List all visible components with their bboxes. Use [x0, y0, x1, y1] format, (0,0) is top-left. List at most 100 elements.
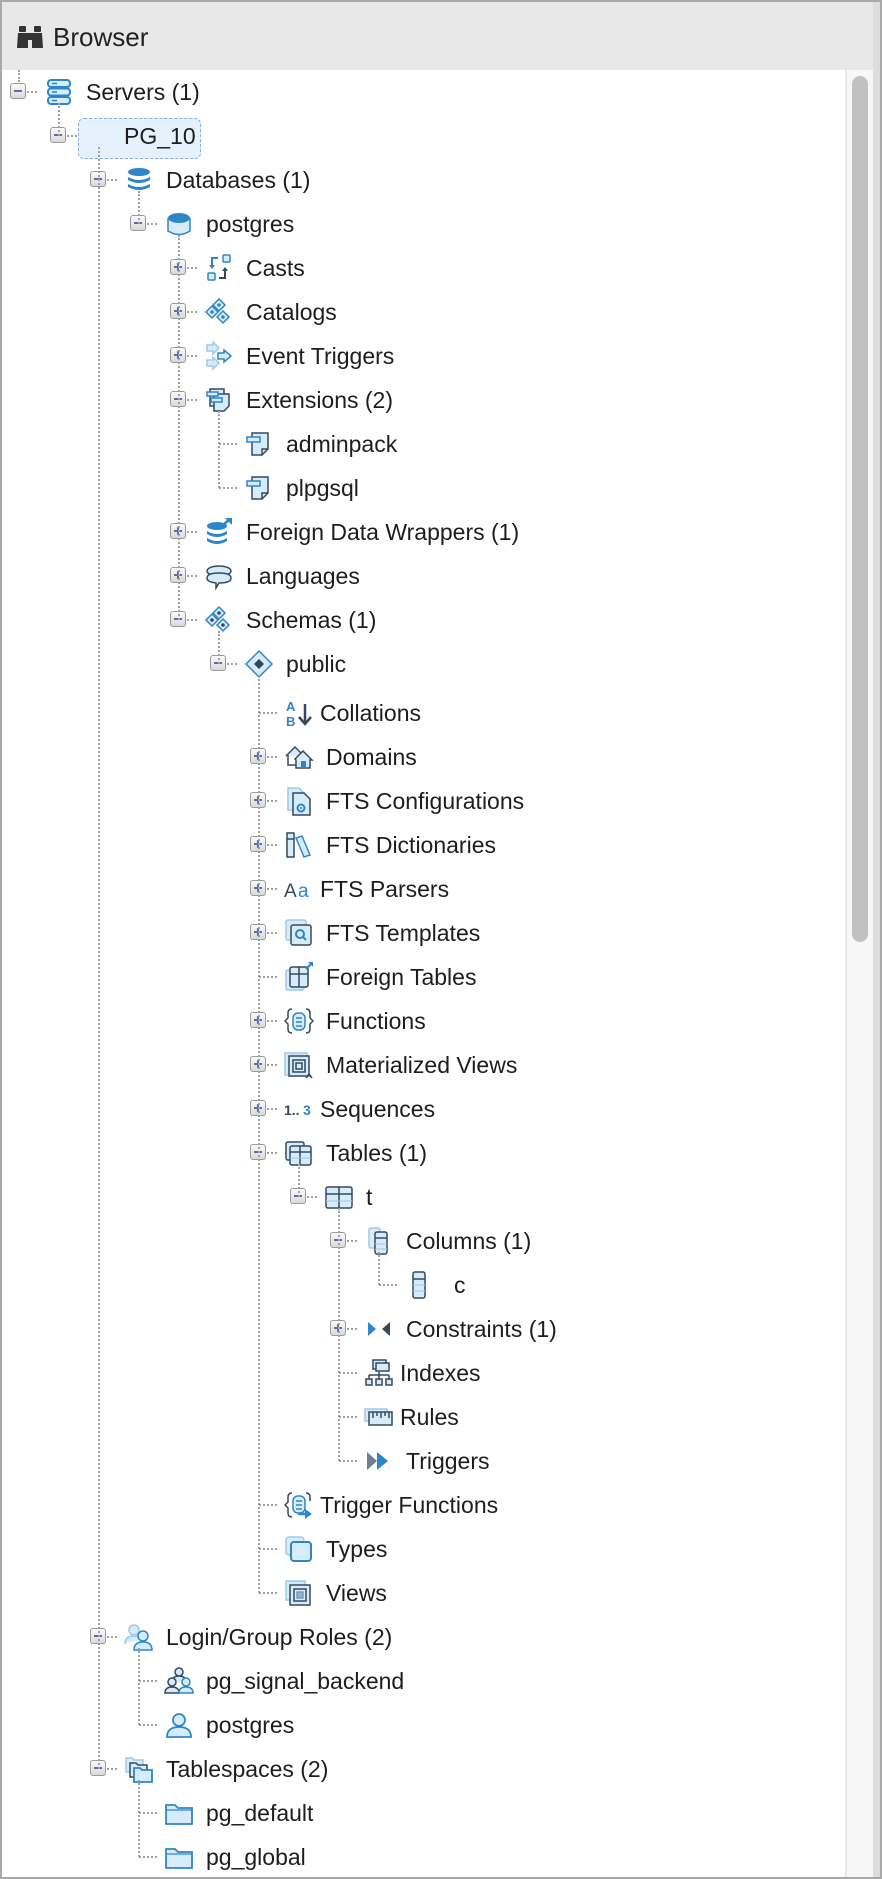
domains-icon — [284, 742, 314, 772]
tree-connector — [187, 531, 197, 533]
tree-node-plpgsql[interactable]: plpgsql — [2, 466, 842, 510]
tree-connector — [267, 932, 277, 934]
tree-node-casts[interactable]: Casts — [2, 246, 842, 290]
svg-text:A: A — [284, 881, 297, 902]
tree-connector — [267, 888, 277, 890]
tree-node-label: Sequences — [320, 1096, 436, 1122]
column-icon — [404, 1270, 434, 1300]
svg-text:3: 3 — [303, 1102, 311, 1118]
databases-icon — [124, 165, 154, 195]
scrollbar-thumb[interactable] — [852, 76, 868, 942]
tree-node-domains[interactable]: Domains — [2, 735, 842, 779]
functions-icon — [284, 1006, 314, 1036]
tree-node-tablespaces-2[interactable]: Tablespaces (2) — [2, 1747, 842, 1791]
tree-node-columns-1[interactable]: Columns (1) — [2, 1219, 842, 1263]
tree-node-label: pg_signal_backend — [206, 1668, 405, 1694]
tree-node-pg-global[interactable]: pg_global — [2, 1835, 842, 1877]
panel-edge — [873, 2, 880, 1877]
tree-connector — [379, 1284, 397, 1286]
tree-guide-line — [58, 103, 60, 136]
tree-node-schemas-1[interactable]: Schemas (1) — [2, 598, 842, 642]
tree-guide-line — [218, 411, 220, 488]
tree-connector — [267, 1108, 277, 1110]
tree-node-databases-1[interactable]: Databases (1) — [2, 158, 842, 202]
tree-guide-line — [378, 1252, 380, 1285]
tree-node-label: Servers (1) — [86, 79, 200, 105]
tables-icon — [284, 1138, 314, 1168]
tree-node-label: adminpack — [286, 431, 398, 457]
tree-node-rules[interactable]: Rules — [2, 1395, 842, 1439]
tree-node-label: Rules — [400, 1404, 459, 1430]
indexes-icon — [364, 1358, 394, 1388]
login-group-roles-icon — [124, 1622, 154, 1652]
tree-connector — [259, 712, 277, 714]
event-triggers-icon — [204, 341, 234, 371]
tree-node-foreign-data-wrappers-1[interactable]: Foreign Data Wrappers (1) — [2, 510, 842, 554]
tree-node-sequences[interactable]: 1..3 Sequences — [2, 1087, 842, 1131]
tree-connector — [259, 976, 277, 978]
tree-node-extensions-2[interactable]: Extensions (2) — [2, 378, 842, 422]
tree-node-pg-default[interactable]: pg_default — [2, 1791, 842, 1835]
tree-node-indexes[interactable]: Indexes — [2, 1351, 842, 1395]
tree-node-pg-10[interactable]: PG_10 — [2, 114, 842, 158]
tree-connector — [347, 1240, 357, 1242]
tree-guide-line — [338, 1208, 340, 1461]
tree-connector — [267, 1152, 277, 1154]
tree-connector — [259, 1592, 277, 1594]
collapse-toggle-icon[interactable] — [10, 83, 26, 99]
tree-node-label: postgres — [206, 211, 295, 237]
svg-text:a: a — [298, 881, 309, 902]
tree-guide-line — [138, 191, 140, 224]
tree-node-pg-signal-backend[interactable]: pg_signal_backend — [2, 1659, 842, 1703]
tree-node-t[interactable]: t — [2, 1175, 842, 1219]
catalogs-icon — [204, 297, 234, 327]
tree-connector — [347, 1328, 357, 1330]
tree-node-event-triggers[interactable]: Event Triggers — [2, 334, 842, 378]
database-icon — [164, 209, 194, 239]
tree-node-foreign-tables[interactable]: Foreign Tables — [2, 955, 842, 999]
tree-node-types[interactable]: Types — [2, 1527, 842, 1571]
tree-node-label: Columns (1) — [406, 1228, 532, 1254]
tree-node-views[interactable]: Views — [2, 1571, 842, 1615]
tree-connector — [339, 1372, 357, 1374]
tree-connector — [267, 1020, 277, 1022]
tree-node-functions[interactable]: Functions — [2, 999, 842, 1043]
tree-connector — [259, 1504, 277, 1506]
tree-connector — [147, 223, 157, 225]
tree-node-languages[interactable]: Languages — [2, 554, 842, 598]
tree-node-label: postgres — [206, 1712, 295, 1738]
extension-icon — [244, 473, 274, 503]
tree-node-fts-templates[interactable]: FTS Templates — [2, 911, 842, 955]
tree-node-label: public — [286, 651, 347, 677]
tree-node-tables-1[interactable]: Tables (1) — [2, 1131, 842, 1175]
tree-node-postgres[interactable]: postgres — [2, 1703, 842, 1747]
svg-text:1..: 1.. — [284, 1102, 300, 1118]
tree-node-adminpack[interactable]: adminpack — [2, 422, 842, 466]
tree-node-trigger-functions[interactable]: Trigger Functions — [2, 1483, 842, 1527]
tree-node-label: pg_default — [206, 1800, 314, 1826]
tree-node-materialized-views[interactable]: Materialized Views — [2, 1043, 842, 1087]
tree-node-triggers[interactable]: Triggers — [2, 1439, 842, 1483]
fts-configurations-icon — [284, 786, 314, 816]
tree-connector — [187, 619, 197, 621]
tree-node-postgres[interactable]: postgres — [2, 202, 842, 246]
tree-connector — [139, 1812, 157, 1814]
tree-node-servers-1[interactable]: Servers (1) — [2, 70, 842, 114]
tree-connector — [339, 1416, 357, 1418]
servers-icon — [44, 77, 74, 107]
tree-node-fts-configurations[interactable]: FTS Configurations — [2, 779, 842, 823]
tree-node-catalogs[interactable]: Catalogs — [2, 290, 842, 334]
tree-node-c[interactable]: c — [2, 1263, 842, 1307]
tree-node-constraints-1[interactable]: Constraints (1) — [2, 1307, 842, 1351]
tree-connector — [107, 1768, 117, 1770]
schemas-icon — [204, 605, 234, 635]
trigger-functions-icon — [284, 1490, 314, 1520]
tree-node-fts-dictionaries[interactable]: FTS Dictionaries — [2, 823, 842, 867]
tree-node-public[interactable]: public — [2, 642, 842, 686]
tree-connector — [139, 1856, 157, 1858]
tree-node-login-group-roles-2[interactable]: Login/Group Roles (2) — [2, 1615, 842, 1659]
